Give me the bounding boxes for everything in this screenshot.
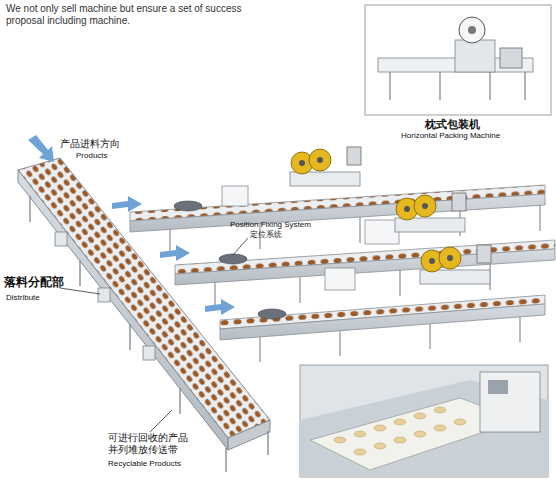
inset-box: 枕式包装机Horizontal Packing Machine [365, 5, 551, 115]
position-fixing-units [174, 201, 286, 319]
machine-inset [365, 5, 551, 115]
box-caption: Horizontal Packing Machine [401, 131, 500, 140]
packing-machines [290, 147, 491, 284]
part-label: Recyclable Products [108, 459, 208, 468]
part-label: 落料分配部 [4, 276, 84, 290]
hopper-boxes [222, 186, 399, 290]
feed-label: 产品进料方向 [60, 138, 140, 150]
part-label: 可进行回收的产品 并列堆放传送带 [108, 432, 196, 455]
part-label: Position Fixing System [230, 220, 340, 229]
intro-note: We not only sell machine but ensure a se… [6, 3, 281, 26]
box-caption: 枕式包装机 [425, 117, 480, 132]
part-label: 定位系统 [250, 230, 310, 239]
feed-label: Products [76, 151, 136, 160]
distribute-conveyor [18, 158, 270, 472]
photo-inset [300, 365, 548, 477]
part-label: Distribute [6, 293, 76, 302]
leader-lines [60, 238, 248, 432]
